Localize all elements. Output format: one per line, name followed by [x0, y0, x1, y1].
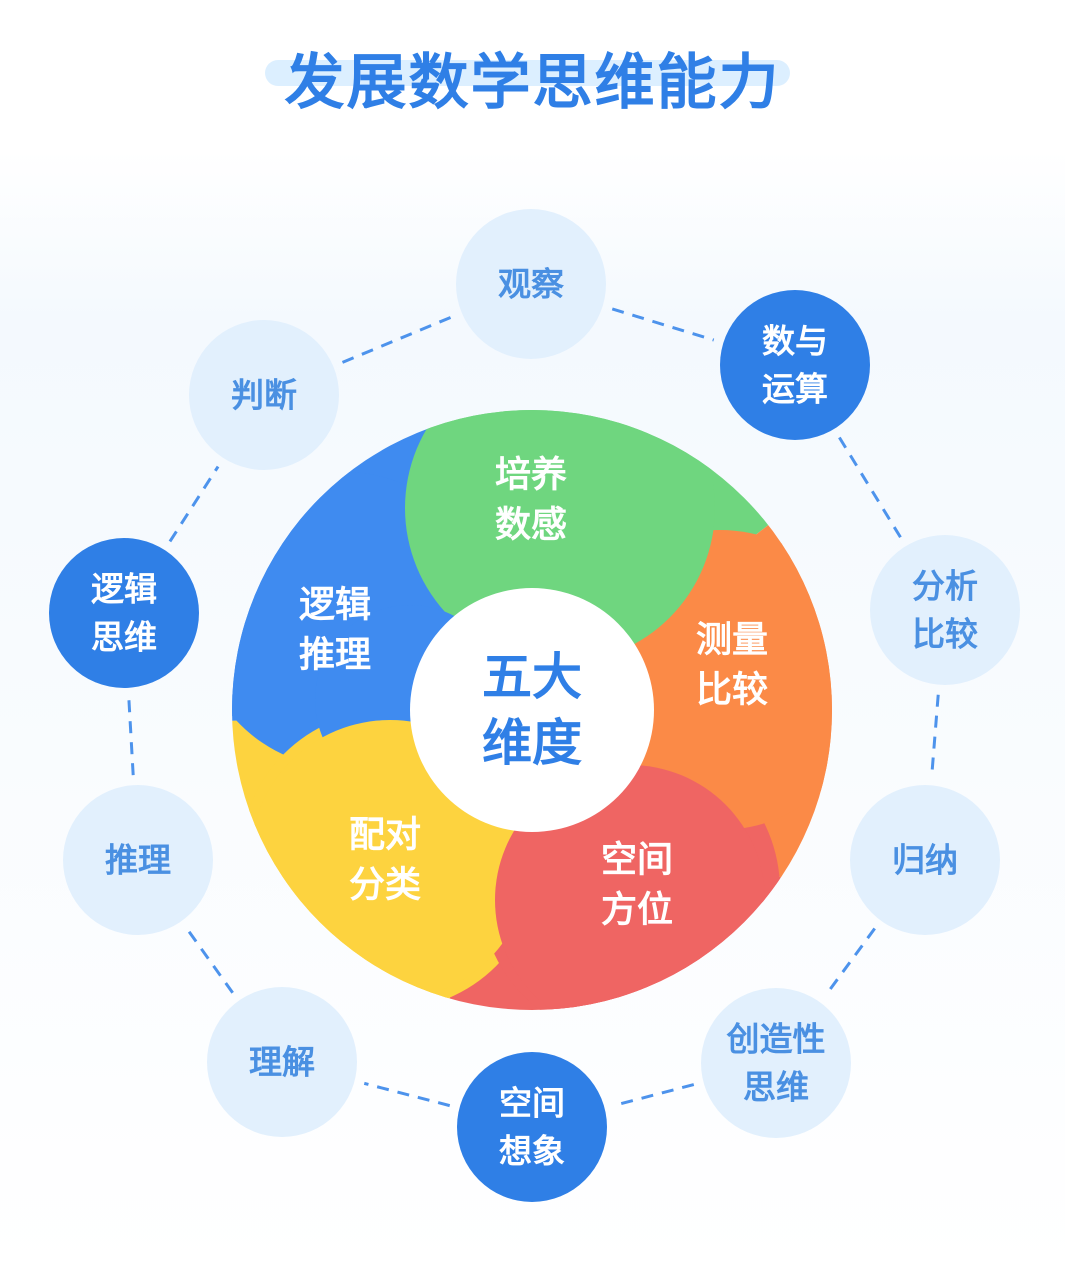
skill-4-label: 归纳: [892, 841, 958, 880]
skill-circle: [457, 1052, 607, 1202]
connector-line: [363, 1081, 451, 1108]
connector-line: [930, 694, 940, 776]
connector-line: [825, 927, 876, 996]
skill-circle: [63, 785, 213, 935]
dimension-5-line2: 推理: [299, 635, 371, 676]
connector-line: [613, 1083, 695, 1107]
skill-2-line2: 运算: [762, 370, 828, 409]
skill-2-line1: 数与: [762, 322, 828, 361]
skill-circle: [701, 988, 851, 1138]
dimension-3-line2: 方位: [601, 890, 673, 931]
skill-5-line2: 思维: [743, 1068, 809, 1107]
connector-line: [127, 697, 135, 776]
center-disc: [410, 588, 654, 832]
skill-circle: [720, 290, 870, 440]
dimension-3-line1: 空间: [601, 840, 673, 881]
skill-circle: [207, 987, 357, 1137]
dimension-4-line1: 配对: [349, 815, 421, 856]
skill-9-line1: 逻辑: [91, 570, 157, 609]
skill-10-label: 判断: [231, 376, 297, 415]
dimension-5-line1: 逻辑: [299, 585, 371, 626]
skill-5-line1: 创造性: [726, 1020, 826, 1059]
skill-circle: [189, 320, 339, 470]
connector-line: [186, 928, 234, 994]
page-title: 发展数学思维能力: [284, 48, 781, 118]
skill-8: 推理: [63, 785, 213, 935]
connector-line: [838, 436, 902, 539]
dimension-1-line2: 数感: [495, 505, 567, 546]
skill-connectors: [127, 307, 940, 1108]
connector-line: [611, 307, 715, 342]
skill-8-label: 推理: [105, 841, 171, 880]
dimension-petal: [405, 410, 715, 663]
title-highlight: [265, 60, 790, 86]
connector-line: [168, 465, 220, 543]
dimension-1-line1: 培养: [495, 454, 567, 496]
skill-6-line1: 空间: [499, 1084, 565, 1123]
skill-9-line2: 思维: [91, 618, 157, 657]
skill-3-line1: 分析: [912, 567, 978, 606]
connector-line: [341, 315, 454, 364]
skill-4: 归纳: [850, 785, 1000, 935]
dimension-2-line1: 测量: [696, 620, 768, 661]
skill-circle: [870, 535, 1020, 685]
dimension-4-line2: 分类: [349, 865, 421, 906]
skill-10: 判断: [189, 320, 339, 470]
skill-circle: [456, 209, 606, 359]
dimension-2-line2: 比较: [696, 670, 768, 711]
center-line2: 维度: [482, 714, 582, 772]
skill-1-label: 观察: [498, 265, 564, 304]
skill-circle: [850, 785, 1000, 935]
skill-1: 观察: [456, 209, 606, 359]
skill-7-label: 理解: [249, 1043, 315, 1082]
skill-3-line2: 比较: [912, 615, 978, 654]
skill-circle: [49, 538, 199, 688]
skill-6-line2: 想象: [499, 1132, 565, 1171]
skill-7: 理解: [207, 987, 357, 1137]
center-line1: 五大: [482, 648, 582, 706]
